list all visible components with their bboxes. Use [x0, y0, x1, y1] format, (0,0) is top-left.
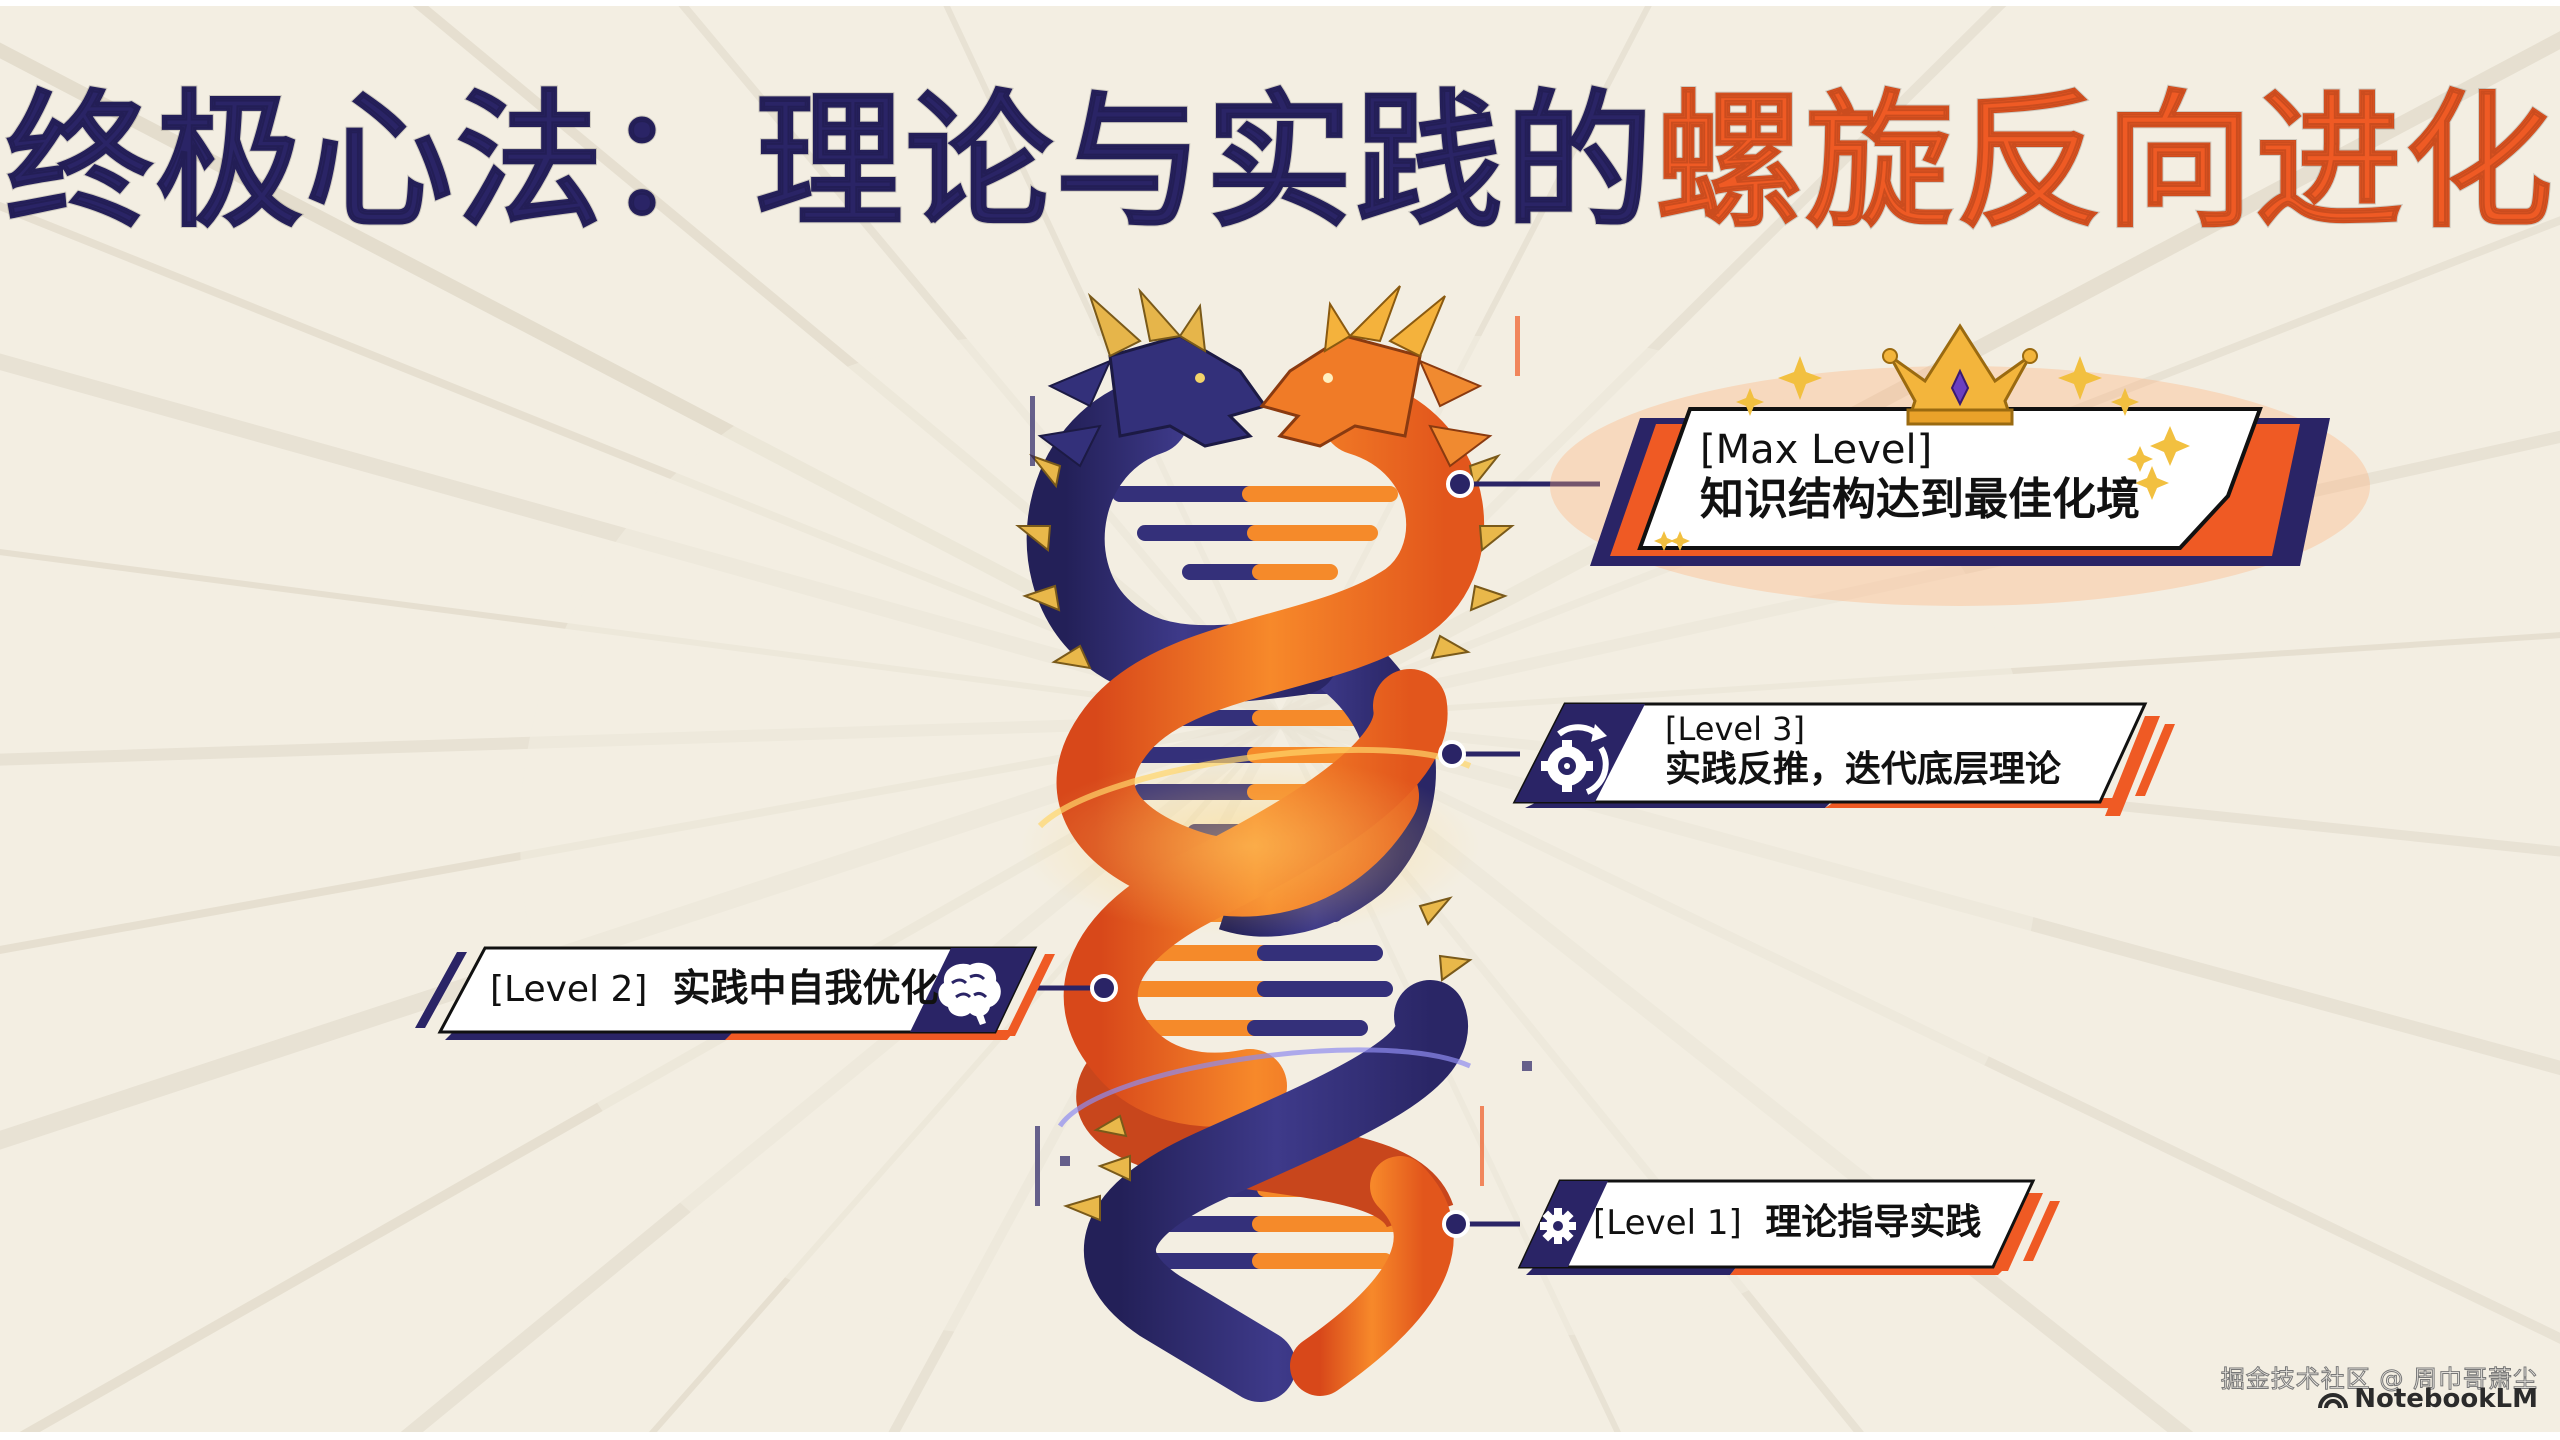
dragon-dna-helix-illustration	[1015, 285, 1600, 1402]
level-2-tag: [Level 2]	[490, 969, 648, 1010]
navy-dragon-head-icon	[1037, 287, 1268, 468]
navy-strand-front	[1083, 980, 1468, 1402]
notebooklm-logo-icon	[2318, 1393, 2349, 1409]
level-1-tag: [Level 1]	[1593, 1203, 1742, 1243]
brain-icon	[938, 962, 1001, 1025]
page-title: 终极心法：理论与实践的螺旋反向进化	[0, 87, 2560, 237]
title-orange-part: 螺旋反向进化	[1654, 76, 2555, 248]
crown-icon	[1882, 323, 2038, 426]
title-navy-part: 终极心法：理论与实践的	[4, 76, 1655, 248]
level-3-text: 实践反推，迭代底层理论	[1665, 749, 2062, 791]
notebooklm-brand: NotebookLM	[2221, 1384, 2538, 1414]
banner-level-3: [Level 3] 实践反推，迭代底层理论	[1505, 696, 2185, 821]
banner-level-2: [Level 2] 实践中自我优化	[395, 936, 1055, 1046]
gear-cycle-icon	[1541, 724, 1609, 795]
banner-level-1: [Level 1] 理论指导实践	[1498, 1171, 2078, 1281]
notebooklm-label: NotebookLM	[2354, 1384, 2538, 1414]
sparkle-icons	[1654, 356, 2190, 551]
max-level-tag: [Max Level]	[1700, 427, 1933, 473]
watermark: 掘金技术社区 @ 周巾哥萧尘 NotebookLM	[2220, 1359, 2538, 1415]
level-1-text: 理论指导实践	[1765, 1202, 1982, 1243]
level-2-text: 实践中自我优化	[672, 966, 939, 1010]
slide: 终极心法：理论与实践的螺旋反向进化	[0, 6, 2560, 1432]
watermark-credit: 掘金技术社区 @ 周巾哥萧尘	[2220, 1365, 2538, 1394]
level-3-tag: [Level 3]	[1665, 710, 1805, 748]
orange-dragon-head-icon	[1259, 285, 1493, 468]
orange-tail	[1290, 1156, 1454, 1396]
gear-icon	[1540, 1208, 1576, 1244]
max-level-text: 知识结构达到最佳化境	[1700, 474, 2140, 525]
banner-max-level: [Max Level] 知识结构达到最佳化境	[1550, 306, 2370, 606]
decorative-particles	[1030, 316, 1532, 1206]
